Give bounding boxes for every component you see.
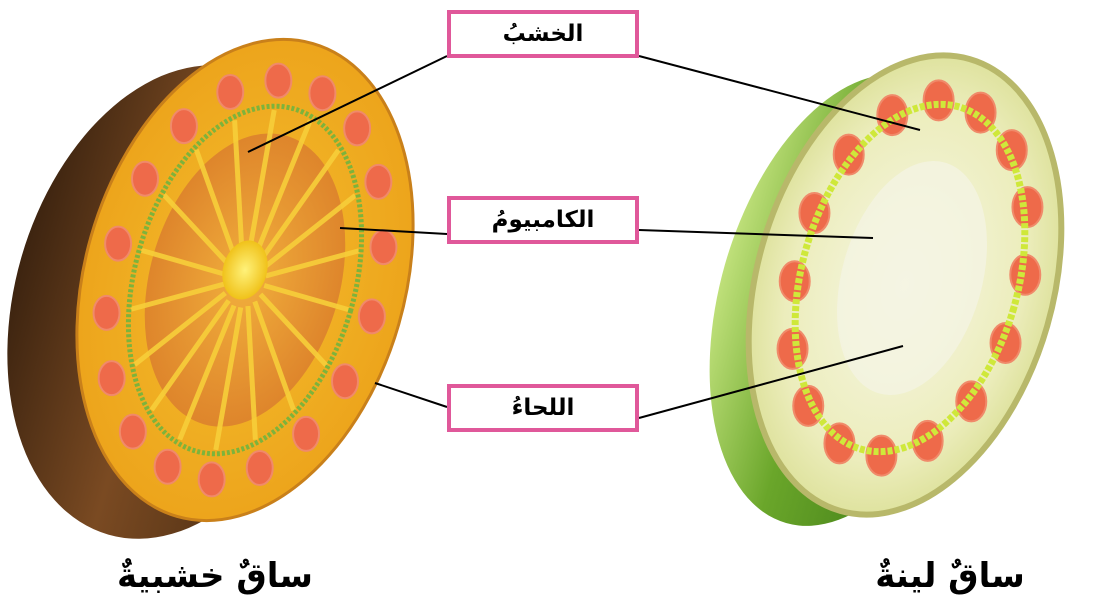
woody-vascular-bundle — [171, 109, 197, 143]
herbaceous-vascular-bundle — [834, 135, 864, 175]
woody-vascular-bundle — [365, 165, 391, 199]
woody-vascular-bundle — [132, 162, 158, 196]
woody-vascular-bundle — [120, 415, 146, 449]
herbaceous-vascular-bundle — [866, 436, 896, 476]
woody-vascular-bundle — [344, 111, 370, 145]
phloem-leader-left — [375, 383, 447, 407]
woody-vascular-bundle — [155, 450, 181, 484]
woody-stem-caption: ساقٌ خشبيةٌ — [110, 556, 320, 596]
herbaceous-stem-illustration — [661, 18, 1097, 559]
woody-vascular-bundle — [359, 299, 385, 333]
woody-vascular-bundle — [105, 227, 131, 261]
woody-vascular-bundle — [293, 417, 319, 451]
woody-vascular-bundle — [247, 451, 273, 485]
woody-vascular-bundle — [217, 75, 243, 109]
woody-vascular-bundle — [94, 296, 120, 330]
woody-vascular-bundle — [370, 230, 396, 264]
cambium-label: الكامبيومُ — [447, 196, 639, 244]
phloem-label: اللحاءُ — [447, 384, 639, 432]
woody-vascular-bundle — [332, 364, 358, 398]
woody-vascular-bundle — [309, 76, 335, 110]
woody-stem-illustration — [0, 0, 467, 579]
herbaceous-vascular-bundle — [924, 80, 954, 120]
herbaceous-vascular-bundle — [1012, 187, 1042, 227]
woody-vascular-bundle — [99, 361, 125, 395]
woody-vascular-bundle — [265, 64, 291, 98]
xylem-label: الخشبُ — [447, 10, 639, 58]
woody-vascular-bundle — [199, 462, 225, 496]
herbaceous-vascular-bundle — [956, 381, 986, 421]
herbaceous-stem-caption: ساقٌ لينةٌ — [860, 556, 1040, 596]
